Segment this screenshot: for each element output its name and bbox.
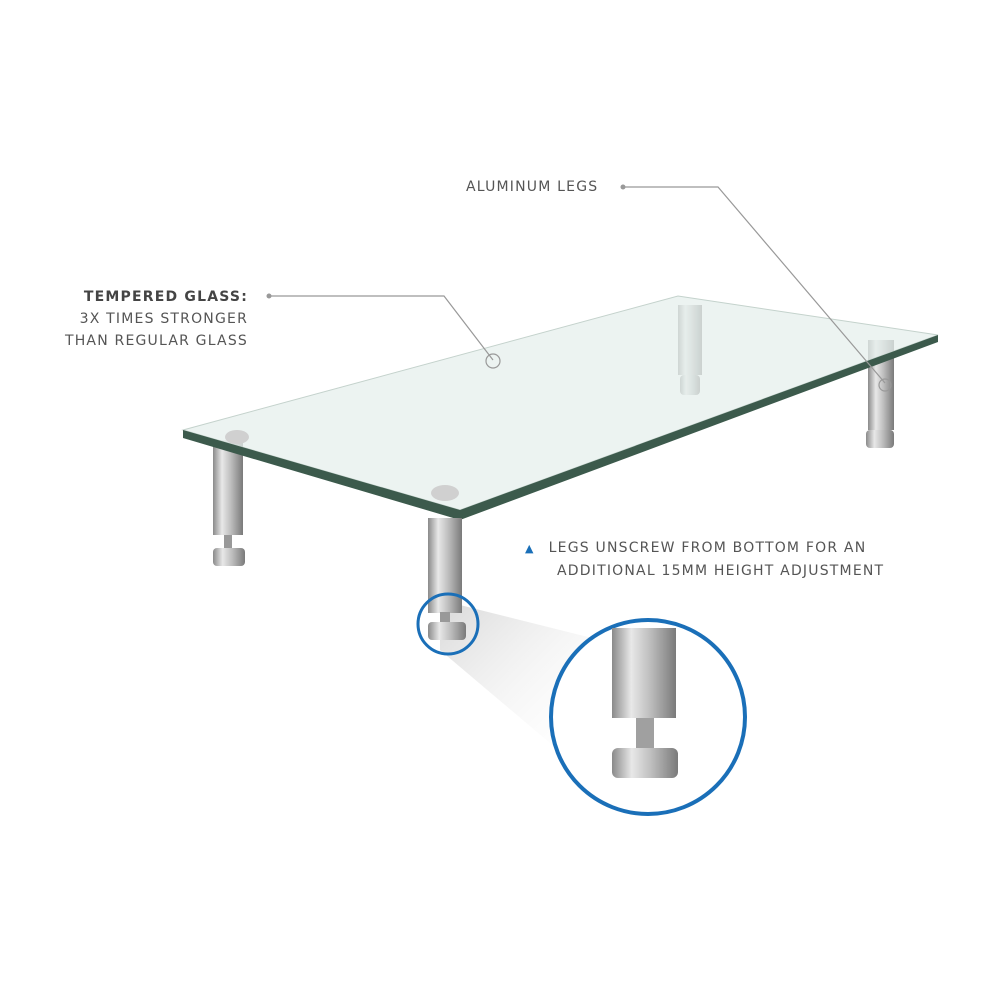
triangle-marker-icon: ▲: [525, 542, 535, 555]
detail-ring-small: [416, 592, 480, 656]
callout-glass-line2: THAN REGULAR GLASS: [64, 333, 248, 349]
callout-height-adjust: ▲ LEGS UNSCREW FROM BOTTOM FOR AN ADDITIO…: [525, 537, 884, 582]
callout-adjust-line2: ADDITIONAL 15MM HEIGHT ADJUSTMENT: [557, 563, 885, 579]
callout-glass-line1: 3X TIMES STRONGER: [79, 311, 248, 327]
leader-glass: [269, 295, 494, 361]
leg-front-left: [213, 440, 243, 535]
leader-legs: [623, 186, 886, 384]
callout-aluminum-legs: ALUMINUM LEGS: [466, 179, 599, 195]
callout-tempered-glass: TEMPERED GLASS: 3X TIMES STRONGER THAN R…: [60, 286, 248, 352]
callout-glass-title: TEMPERED GLASS:: [83, 289, 248, 305]
callout-adjust-line1: LEGS UNSCREW FROM BOTTOM FOR AN: [548, 540, 867, 556]
